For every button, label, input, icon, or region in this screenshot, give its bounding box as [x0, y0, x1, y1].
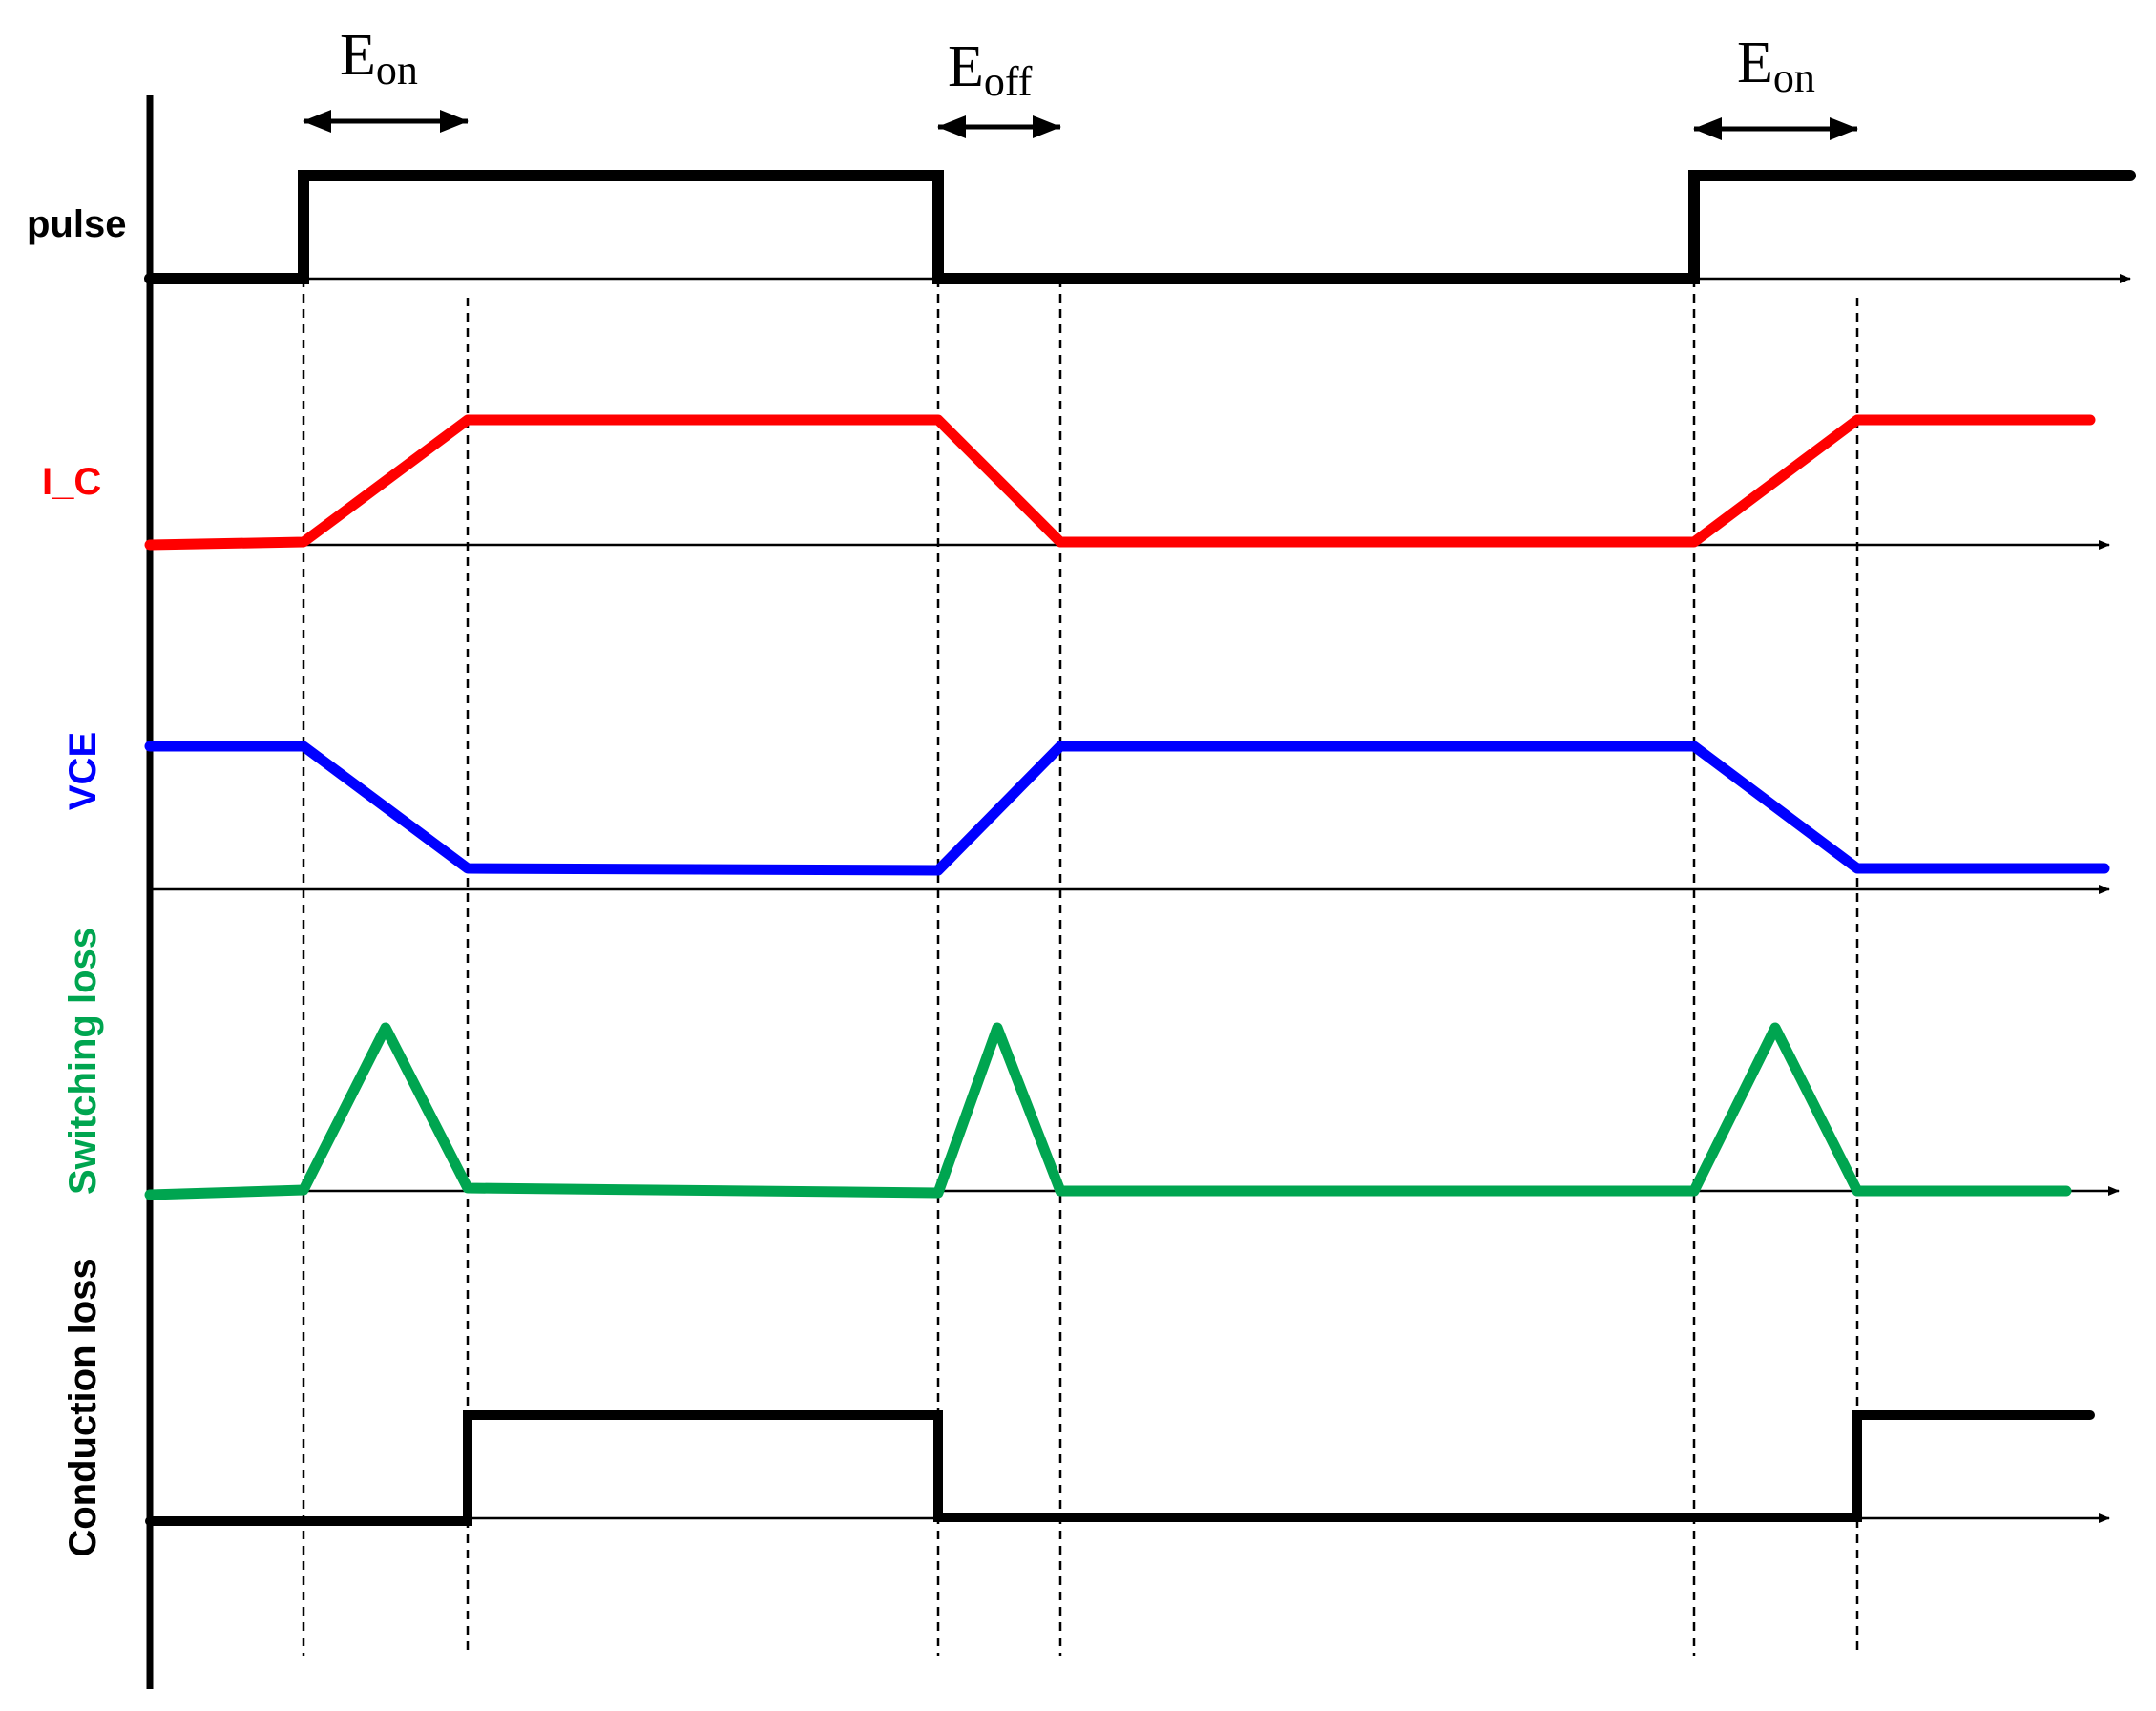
pulse-waveform: [144, 170, 2136, 284]
switching-loss-waveform: [144, 1022, 2072, 1200]
eon-right-label: Eon: [1737, 31, 1815, 101]
eoff-label: Eoff: [948, 34, 1033, 105]
vce-label: VCE: [62, 732, 104, 810]
eon-left-label: Eon: [340, 23, 418, 94]
ic-waveform: [144, 414, 2096, 551]
conduction-loss-waveform: [145, 1410, 2095, 1526]
vce-waveform: [144, 741, 2110, 876]
dashed-guides: [302, 279, 1859, 1656]
conduction-loss-label: Conduction loss: [62, 1258, 104, 1556]
horizontal-axes: [150, 274, 2131, 1523]
ic-label: I_C: [42, 461, 101, 503]
switching-loss-label: Switching loss: [62, 928, 104, 1195]
pulse-label: pulse: [27, 203, 126, 245]
interval-arrows: [303, 110, 1858, 140]
